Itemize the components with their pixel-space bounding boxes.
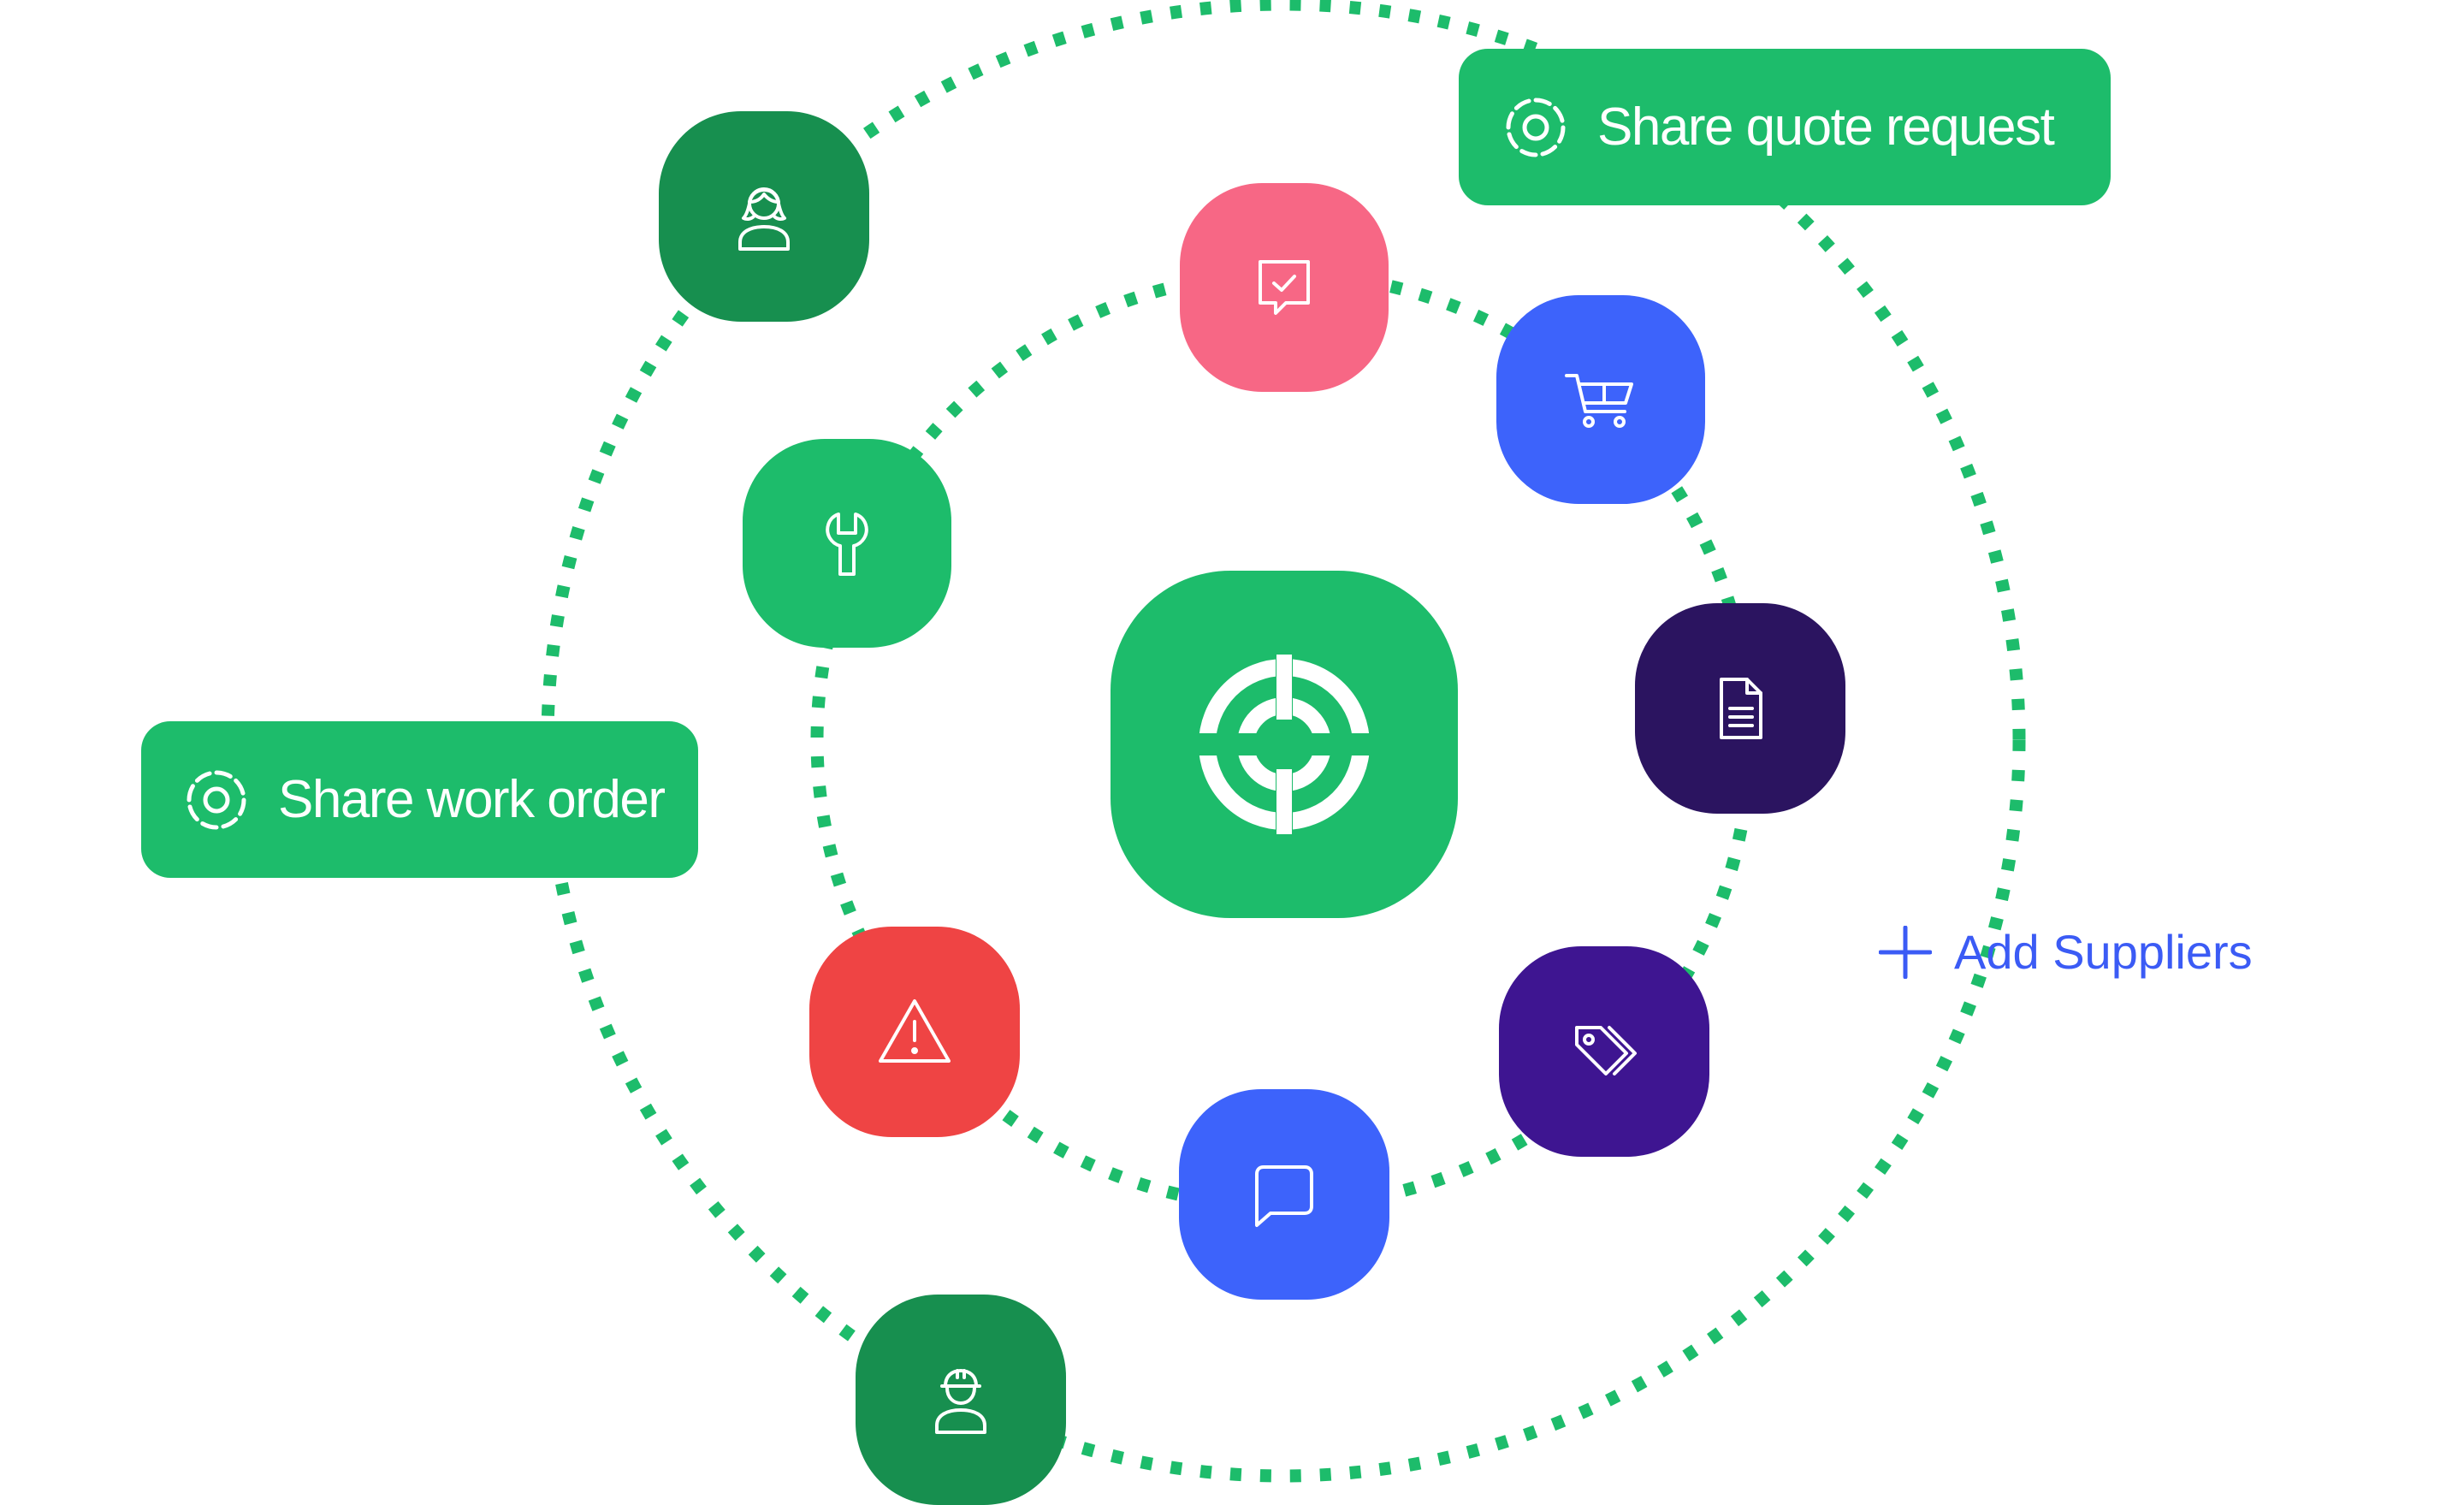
message-icon: [1255, 1165, 1313, 1227]
tag-icon: [1575, 1026, 1637, 1075]
target-icon: [1194, 655, 1374, 834]
center-hub-tile[interactable]: [1111, 571, 1458, 918]
worker-icon: [935, 1369, 986, 1434]
tag-tile[interactable]: [1499, 946, 1709, 1157]
share-work-order-label: Share work order: [278, 770, 666, 829]
plus-icon: [1879, 925, 1932, 979]
wrench-icon: [826, 513, 868, 576]
warning-icon: [879, 999, 951, 1063]
message-tile[interactable]: [1179, 1089, 1389, 1300]
share-work-order-button[interactable]: Share work order: [141, 721, 698, 878]
dashed-target-icon: [187, 770, 246, 829]
person-female-tile[interactable]: [659, 111, 869, 322]
person-female-icon: [738, 187, 790, 251]
chat-check-tile[interactable]: [1180, 183, 1389, 392]
chat-check-icon: [1259, 260, 1310, 315]
add-suppliers-link[interactable]: Add Suppliers: [1879, 924, 2253, 980]
add-suppliers-label: Add Suppliers: [1954, 925, 2253, 979]
worker-tile[interactable]: [856, 1295, 1066, 1505]
shopping-cart-icon: [1565, 374, 1633, 428]
share-quote-request-button[interactable]: Share quote request: [1459, 49, 2111, 205]
wrench-tile[interactable]: [743, 439, 951, 648]
document-tile[interactable]: [1635, 603, 1845, 814]
warning-tile[interactable]: [809, 927, 1020, 1137]
document-icon: [1720, 678, 1762, 739]
dashed-target-icon: [1506, 98, 1566, 157]
cart-tile[interactable]: [1496, 295, 1705, 504]
share-quote-request-label: Share quote request: [1597, 98, 2055, 157]
